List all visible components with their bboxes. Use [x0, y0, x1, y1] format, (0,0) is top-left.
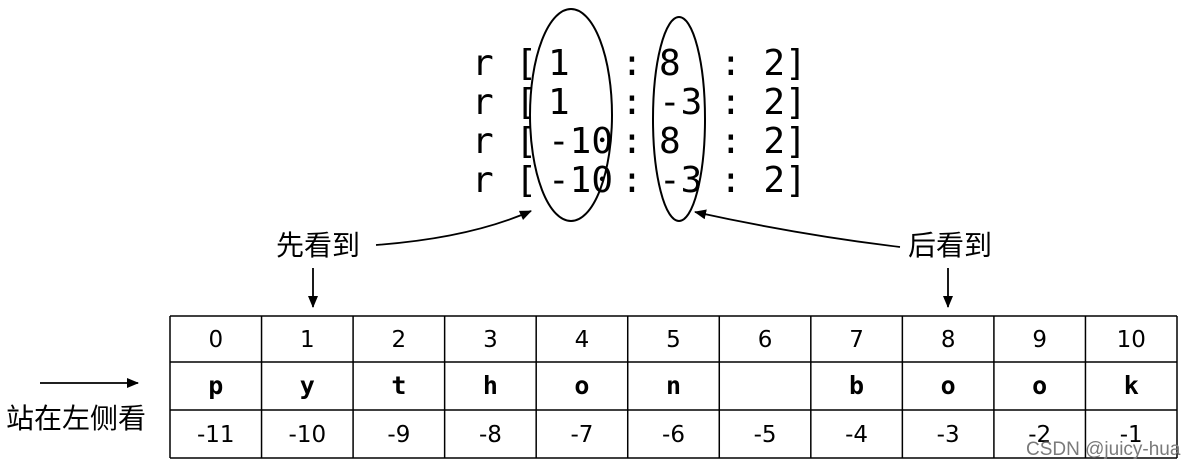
positive-index-cell: 2 — [392, 327, 407, 353]
character-cell: o — [1032, 371, 1047, 400]
code-line-start: 1 — [548, 43, 570, 84]
code-line-stop: -3 — [659, 82, 702, 123]
code-line-sep2: : 2] — [720, 43, 807, 84]
positive-index-cell: 1 — [300, 327, 315, 353]
positive-index-cell: 10 — [1117, 327, 1146, 353]
code-line-sep2: : 2] — [720, 82, 807, 123]
positive-index-cell: 8 — [941, 327, 956, 353]
positive-index-cell: 3 — [483, 327, 498, 353]
positive-index-cell: 0 — [208, 327, 223, 353]
character-cell: h — [483, 371, 498, 400]
code-line-start: 1 — [548, 82, 570, 123]
character-cell: n — [666, 371, 681, 400]
character-cell: y — [300, 371, 315, 400]
later-seen-label: 后看到 — [908, 229, 992, 262]
code-line-sep1: : — [621, 43, 643, 84]
code-line-start: -10 — [548, 121, 613, 162]
negative-index-cell: -10 — [289, 422, 327, 448]
code-line-start: -10 — [548, 160, 613, 201]
code-line-prefix: r [ — [472, 160, 537, 201]
negative-index-cell: -6 — [662, 422, 685, 448]
character-cell: b — [849, 371, 864, 400]
index-table: 0 1 2 3 4 5 6 7 8 9 10 p y t h o n b o o k -11 -10 -9 -8 -7 -6 -5 -4… — [169, 315, 1178, 459]
first-seen-arrow — [375, 210, 532, 246]
character-cell: p — [208, 371, 223, 400]
code-line-stop: -3 — [659, 160, 702, 201]
positive-index-cell: 4 — [575, 327, 590, 353]
negative-index-cell: -7 — [570, 422, 593, 448]
negative-index-cell: -9 — [387, 422, 410, 448]
code-block: r [1:8: 2]r [1:-3: 2]r [-10:8: 2]r [-10:… — [472, 43, 807, 201]
positive-index-cell: 7 — [849, 327, 864, 353]
code-line-sep1: : — [621, 160, 643, 201]
character-cell: t — [391, 371, 406, 400]
stop-highlight-ellipse — [652, 16, 706, 222]
negative-index-cell: -11 — [197, 422, 235, 448]
code-line-sep1: : — [621, 82, 643, 123]
start-highlight-ellipse — [529, 8, 613, 222]
character-cell: o — [941, 371, 956, 400]
negative-index-cell: -2 — [1028, 422, 1051, 448]
first-seen-label: 先看到 — [276, 229, 360, 262]
positive-index-cell: 5 — [666, 327, 681, 353]
negative-index-cell: -4 — [845, 422, 868, 448]
negative-index-cell: -5 — [754, 422, 777, 448]
character-cell: o — [574, 371, 589, 400]
later-seen-arrow — [694, 209, 901, 248]
code-line-prefix: r [ — [472, 121, 537, 162]
code-line-prefix: r [ — [472, 43, 537, 84]
negative-index-cell: -8 — [479, 422, 502, 448]
code-line-stop: 8 — [659, 43, 681, 84]
code-line-prefix: r [ — [472, 82, 537, 123]
positive-index-cell: 9 — [1032, 327, 1047, 353]
code-line-sep2: : 2] — [720, 160, 807, 201]
watermark: CSDN @juicy-hua — [1026, 439, 1181, 460]
code-line-sep2: : 2] — [720, 121, 807, 162]
code-line-stop: 8 — [659, 121, 681, 162]
negative-index-cell: -1 — [1120, 422, 1143, 448]
view-from-left-label: 站在左侧看 — [6, 402, 146, 435]
character-cell: k — [1124, 371, 1139, 400]
negative-index-cell: -3 — [937, 422, 960, 448]
code-line-sep1: : — [621, 121, 643, 162]
positive-index-cell: 6 — [758, 327, 773, 353]
